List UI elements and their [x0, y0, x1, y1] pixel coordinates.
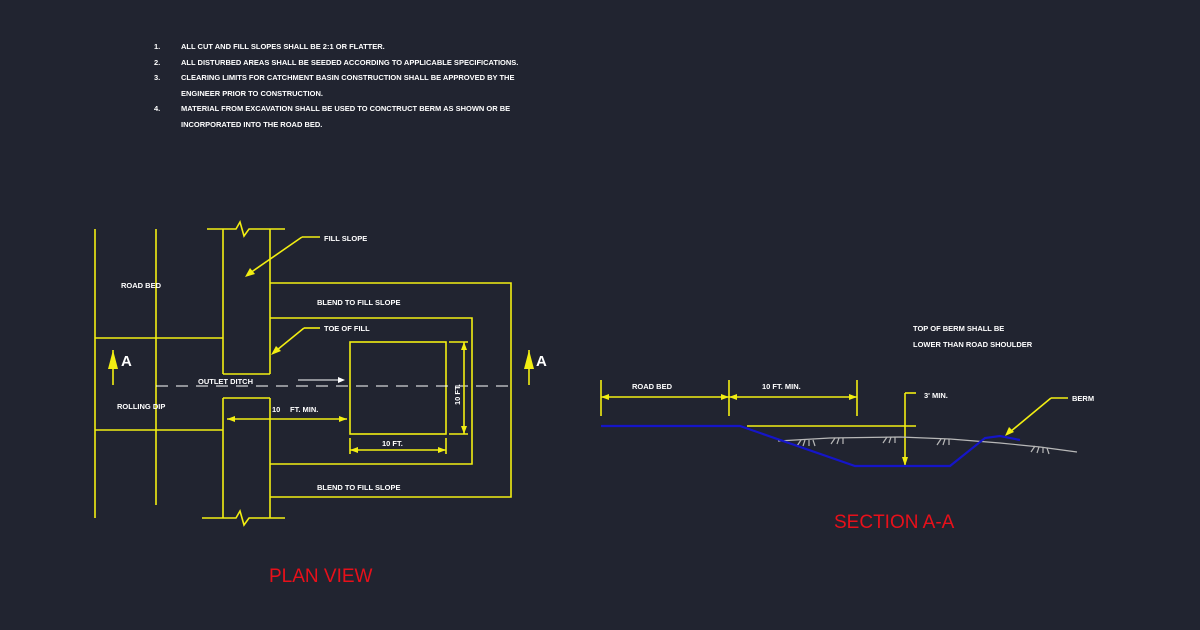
note-3-line-2: ENGINEER PRIOR TO CONSTRUCTION. — [181, 89, 323, 98]
section-view-title: SECTION A-A — [834, 512, 955, 533]
sec-label-berm: BERM — [1072, 394, 1094, 403]
section-mark-left-arrow-icon — [108, 350, 118, 369]
dim-height-arrow-top-icon — [461, 342, 467, 350]
flow-arrow-head — [338, 377, 345, 383]
label-toe-of-fill: TOE OF FILL — [324, 324, 370, 333]
note-3-line-1: CLEARING LIMITS FOR CATCHMENT BASIN CONS… — [181, 73, 514, 82]
ground-hatch-4 — [936, 438, 950, 446]
note-4-number: 4. — [154, 104, 160, 113]
note-3-number: 3. — [154, 73, 160, 82]
section-note-line-2: LOWER THAN ROAD SHOULDER — [913, 340, 1033, 349]
sec-dim-arrow-1-icon — [601, 394, 609, 400]
ground-hatch-3 — [882, 436, 896, 444]
dim-height-label: 10 FT. — [453, 384, 462, 405]
dim-min-arrow-left-icon — [227, 416, 235, 422]
finished-grade-line — [601, 424, 1021, 468]
dim-min-arrow-right-icon — [339, 416, 347, 422]
sec-dim-arrow-2-icon — [721, 394, 729, 400]
fill-slope-leader — [249, 236, 303, 274]
section-mark-left: A — [121, 353, 132, 370]
label-rolling-dip: ROLLING DIP — [117, 402, 165, 411]
toe-of-fill-boundary — [270, 317, 473, 465]
label-blend-bottom: BLEND TO FILL SLOPE — [317, 483, 400, 492]
label-outlet-ditch: OUTLET DITCH — [198, 377, 253, 386]
plan-view: A A FILL SLOPE TOE OF FILL ROAD BED BLEN… — [94, 219, 547, 587]
toe-of-fill-leader — [276, 327, 305, 351]
dim-width-label: 10 FT. — [382, 439, 403, 448]
blend-boundary-outer — [270, 282, 512, 498]
sec-label-depth: 3' MIN. — [924, 391, 948, 400]
note-1-number: 1. — [154, 42, 160, 51]
dim-min-text: FT. MIN. — [290, 405, 318, 414]
dim-width-arrow-right-icon — [438, 447, 446, 453]
section-mark-right: A — [536, 353, 547, 370]
fill-slope-leader-arrow-icon — [245, 268, 255, 277]
break-line-top — [207, 219, 285, 238]
label-blend-top: BLEND TO FILL SLOPE — [317, 298, 400, 307]
depth-dim-arrow-icon — [902, 457, 908, 466]
sec-label-road-bed: ROAD BED — [632, 382, 673, 391]
section-mark-right-arrow-icon — [524, 350, 534, 369]
note-1-line-1: ALL CUT AND FILL SLOPES SHALL BE 2:1 OR … — [181, 42, 385, 51]
dim-width-arrow-left-icon — [350, 447, 358, 453]
ground-hatch-1 — [796, 439, 816, 447]
note-4-line-2: INCORPORATED INTO THE ROAD BED. — [181, 120, 322, 129]
toe-of-fill-leader-arrow-icon — [271, 346, 281, 355]
sec-label-dim-min: 10 FT. MIN. — [762, 382, 801, 391]
sec-dim-arrow-4-icon — [849, 394, 857, 400]
plan-view-title: PLAN VIEW — [269, 566, 373, 587]
catchment-basin — [349, 341, 447, 435]
ground-hatch-2 — [830, 437, 844, 445]
dim-min-number: 10 — [272, 405, 280, 414]
berm-leader — [1009, 397, 1052, 433]
ground-hatching — [796, 436, 1050, 455]
general-notes: 1. ALL CUT AND FILL SLOPES SHALL BE 2:1 … — [154, 42, 518, 129]
label-fill-slope: FILL SLOPE — [324, 234, 367, 243]
section-view: TOP OF BERM SHALL BE LOWER THAN ROAD SHO… — [600, 324, 1094, 533]
break-line-bottom — [202, 508, 285, 527]
label-road-bed: ROAD BED — [121, 281, 162, 290]
berm-leader-arrow-icon — [1005, 427, 1014, 436]
note-4-line-1: MATERIAL FROM EXCAVATION SHALL BE USED T… — [181, 104, 510, 113]
ground-hatch-5 — [1030, 445, 1050, 455]
note-2-line-1: ALL DISTURBED AREAS SHALL BE SEEDED ACCO… — [181, 58, 518, 67]
sec-dim-arrow-3-icon — [729, 394, 737, 400]
note-2-number: 2. — [154, 58, 160, 67]
section-note-line-1: TOP OF BERM SHALL BE — [913, 324, 1004, 333]
dim-height-arrow-bottom-icon — [461, 426, 467, 434]
existing-ground-line — [777, 436, 1078, 453]
